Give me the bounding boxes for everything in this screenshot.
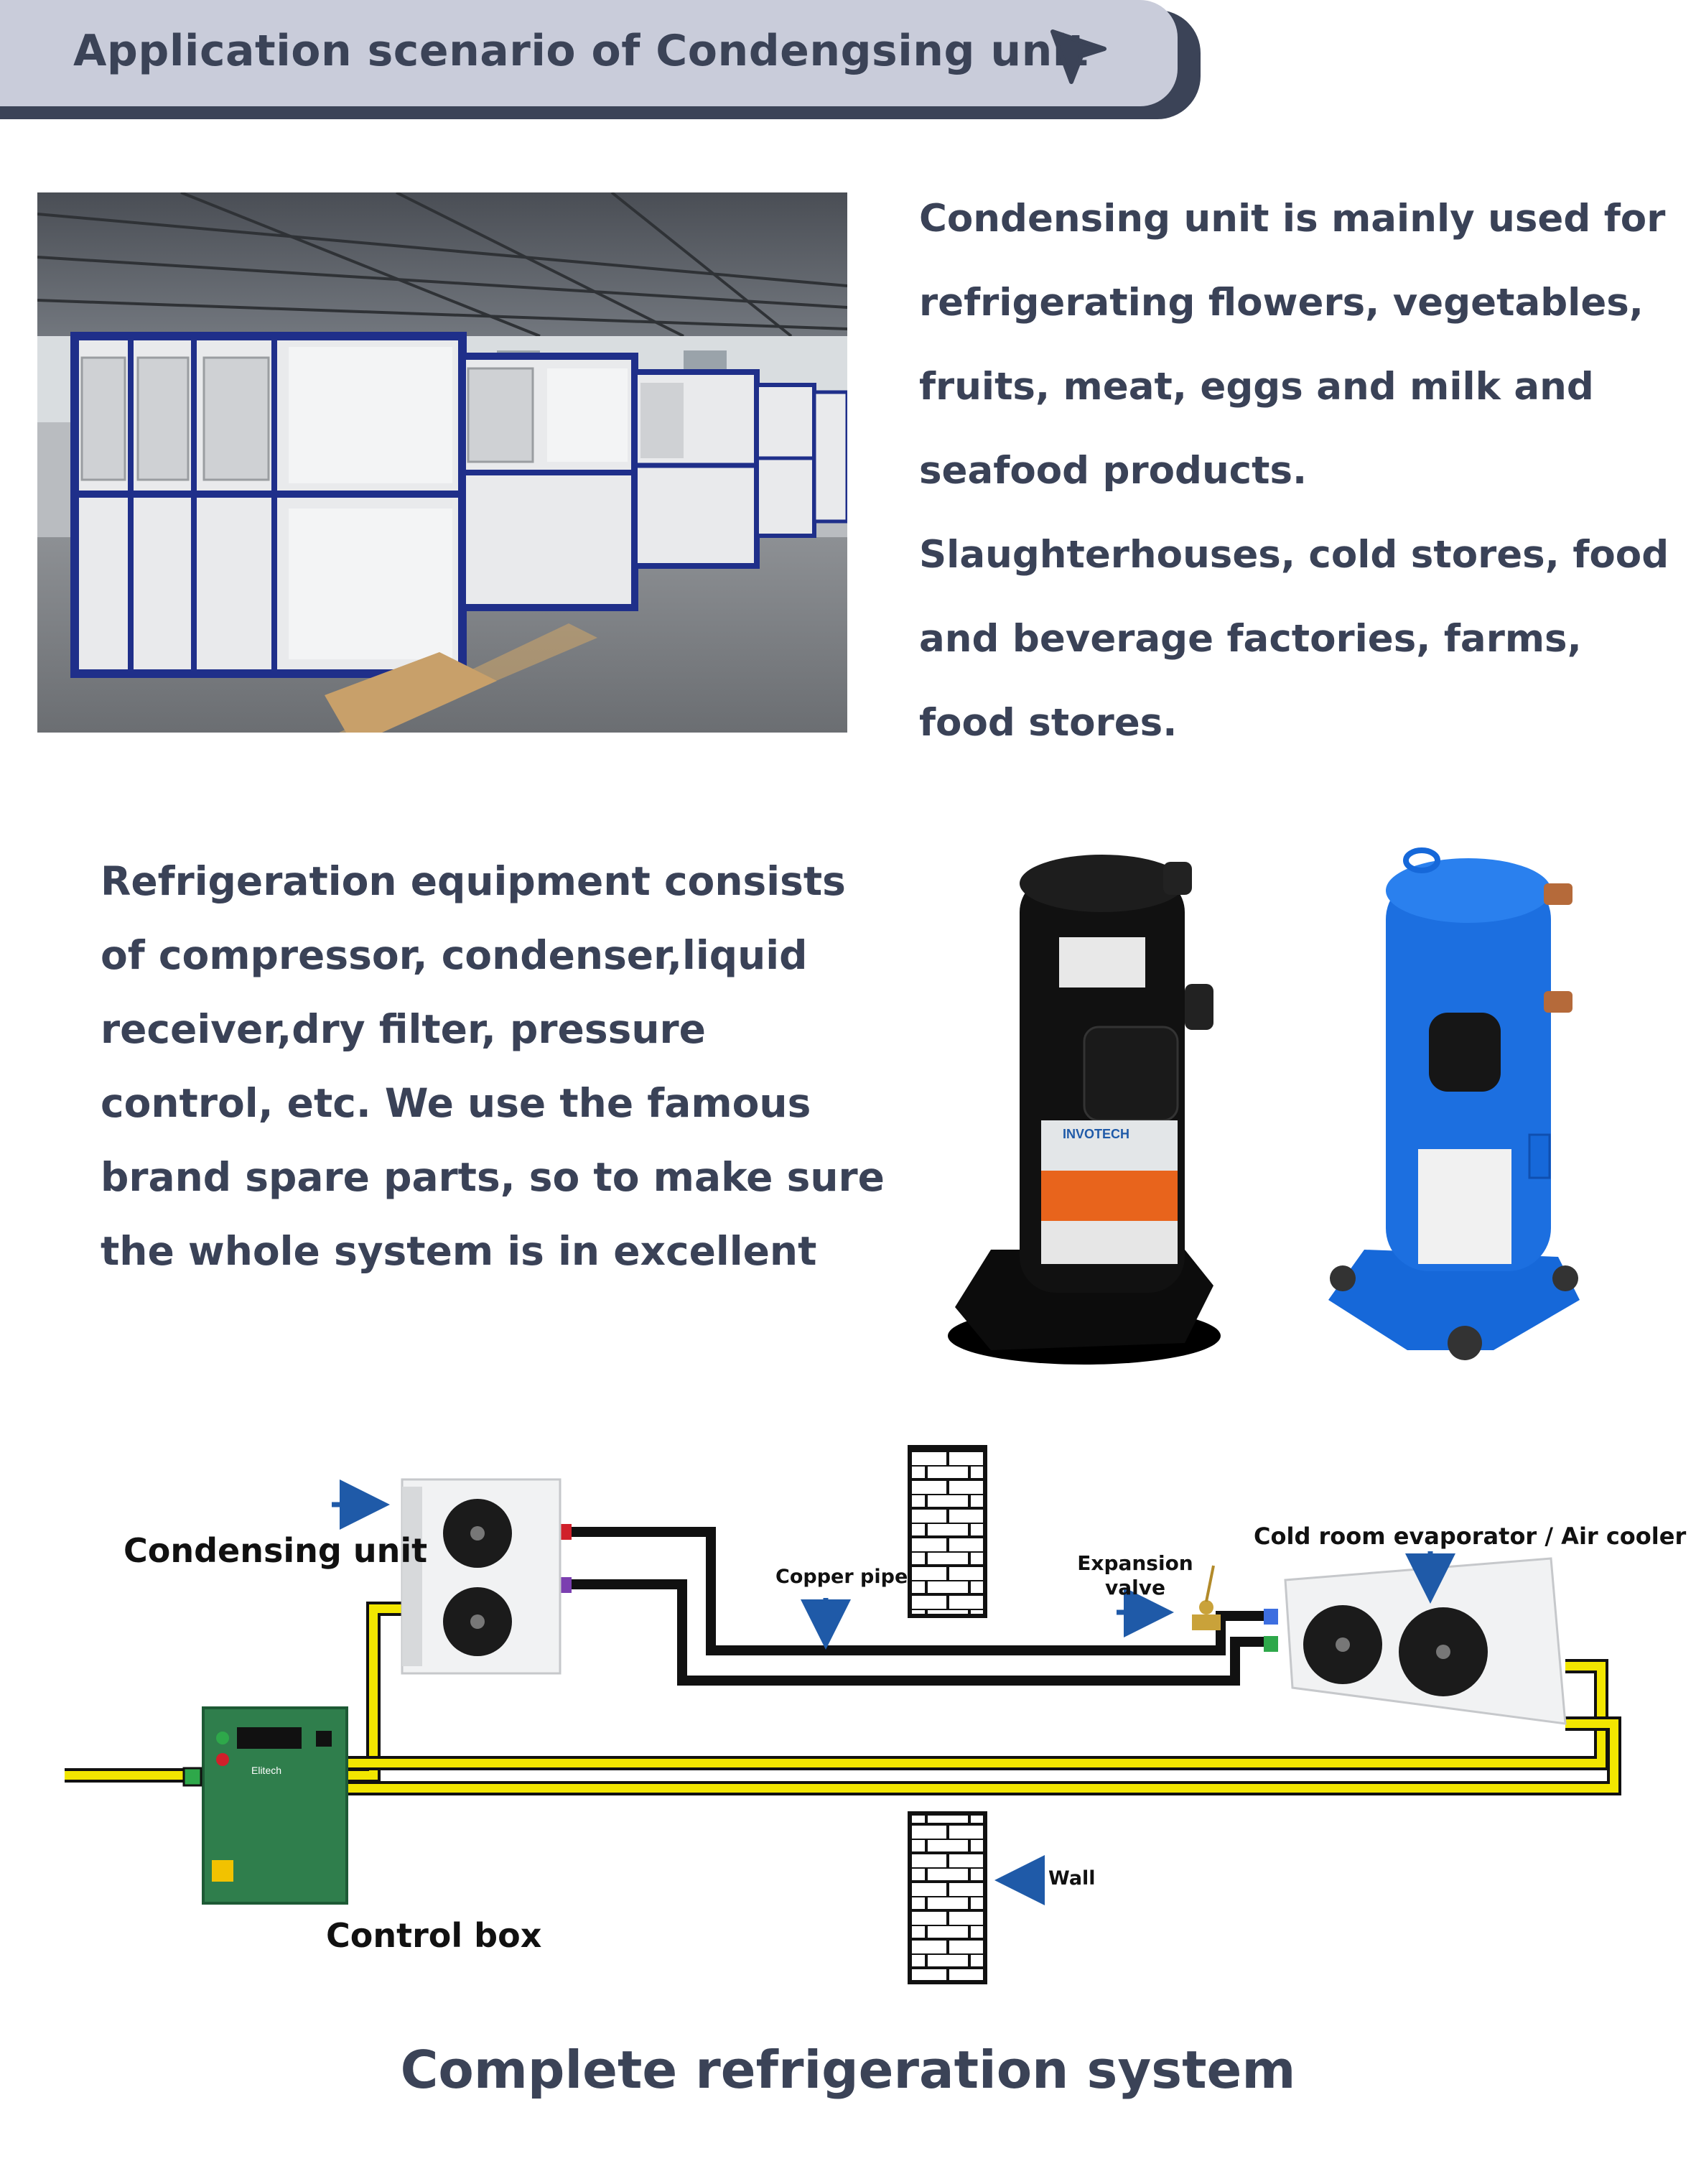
intro-paragraph: Condensing unit is mainly used for refri…	[919, 197, 1669, 745]
control-box-drawing: Elitech	[182, 1706, 348, 1905]
footer-title: Complete refrigeration system	[400, 2040, 1296, 2100]
compressor-brand-label: INVOTECH	[1063, 1127, 1129, 1141]
copper-pipe-label: Copper pipe	[775, 1566, 908, 1588]
evaporator-label: Cold room evaporator / Air cooler	[1254, 1523, 1687, 1550]
header-banner: Application scenario of Condengsing unit	[0, 0, 1178, 106]
expansion-valve-drawing	[1192, 1565, 1221, 1630]
condensing-unit-label: Condensing unit	[124, 1531, 428, 1570]
refrigeration-diagram: Elitech	[65, 1445, 1621, 1984]
control-box-brand: Elitech	[251, 1765, 281, 1776]
wall-label: Wall	[1048, 1867, 1096, 1890]
warehouse-photo	[37, 192, 847, 733]
compressor-photos: INVOTECH	[948, 847, 1580, 1365]
page-title: Application scenario of Condengsing unit	[73, 26, 1089, 76]
expansion-valve-label: Expansion valve	[1077, 1551, 1193, 1599]
condensing-unit-drawing	[401, 1478, 562, 1675]
evaporator-drawing	[1284, 1557, 1567, 1725]
wall-upper	[908, 1445, 987, 1618]
black-compressor: INVOTECH	[948, 855, 1221, 1365]
cursor-arrow-icon	[1050, 29, 1106, 84]
blue-compressor	[1328, 847, 1580, 1360]
equipment-paragraph: Refrigeration equipment consists of comp…	[101, 858, 885, 1274]
wall-lower	[908, 1811, 987, 1984]
control-box-label: Control box	[326, 1916, 542, 1955]
